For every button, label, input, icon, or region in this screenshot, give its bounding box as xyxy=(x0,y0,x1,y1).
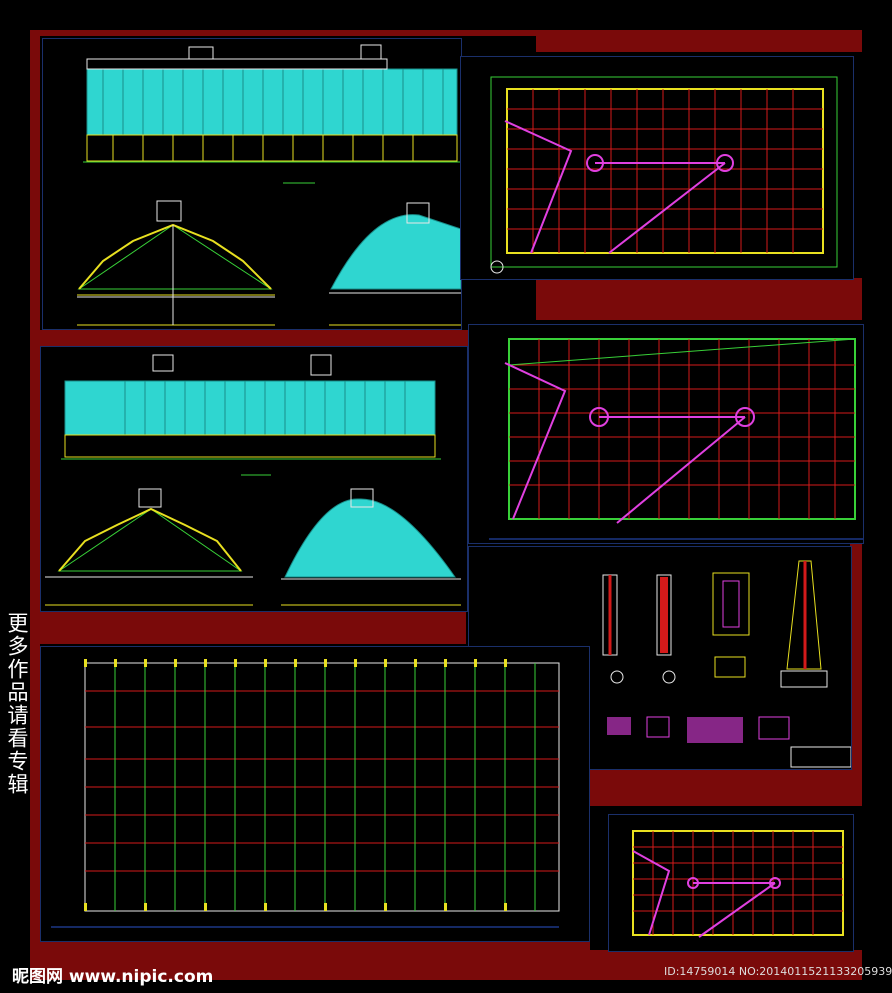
mid-plan-2 xyxy=(468,324,864,544)
mid-elevation-2 xyxy=(40,346,468,612)
frame-right-detail xyxy=(850,540,862,770)
watermark-site: 昵图网 www.nipic.com xyxy=(12,967,214,987)
top-plan-1 xyxy=(460,56,854,280)
frame-left xyxy=(30,30,40,980)
bottom-plan-3 xyxy=(40,646,590,942)
watermark-id: ID:14759014 NO:20140115211332059395 xyxy=(664,965,892,978)
frame-bottom xyxy=(30,940,590,980)
top-elevation-1 xyxy=(42,38,462,330)
frame-band-1 xyxy=(40,330,470,346)
frame-band-3 xyxy=(590,770,862,806)
frame-mid-right xyxy=(536,278,862,320)
frame-bottom-right xyxy=(590,950,862,980)
frame-top-right xyxy=(536,30,862,52)
bottom-plan-4 xyxy=(608,814,854,952)
frame-band-2 xyxy=(40,612,466,644)
frame-top xyxy=(30,30,862,36)
side-caption: 更多作品请看专辑 xyxy=(5,612,29,796)
